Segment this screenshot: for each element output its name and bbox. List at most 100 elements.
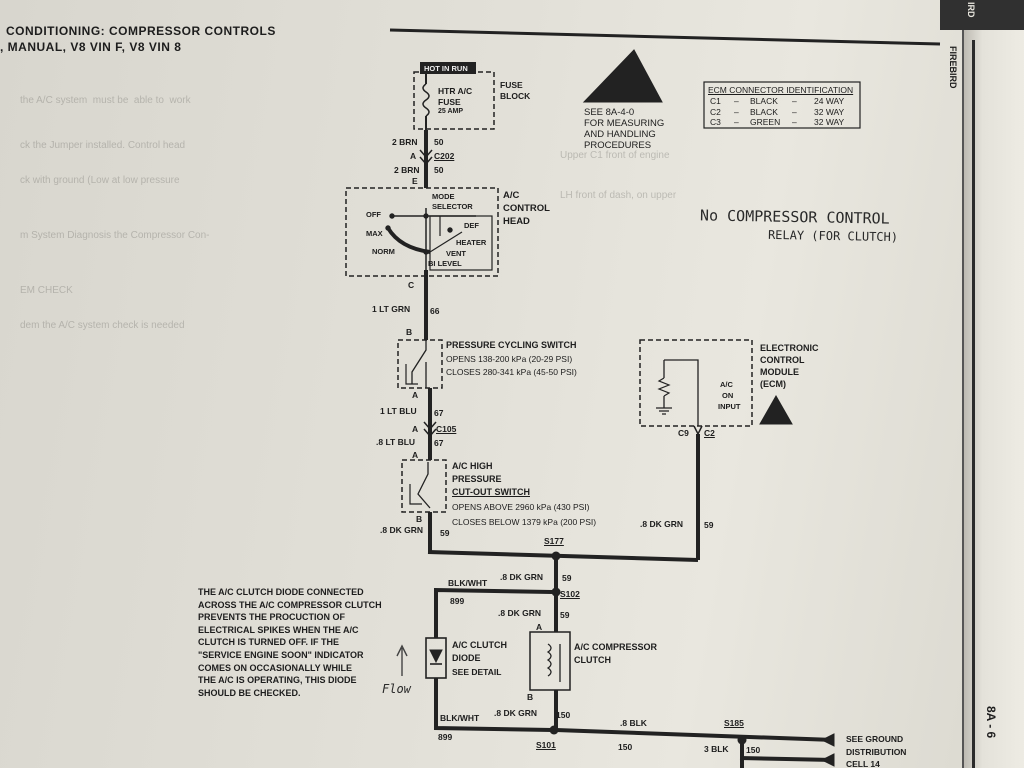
w6-label: .8 DK GRN: [380, 525, 423, 535]
diode-title-2: DIODE: [452, 653, 481, 663]
pcs-title: PRESSURE CYCLING SWITCH: [446, 340, 577, 350]
clutch-title-2: CLUTCH: [574, 655, 611, 665]
pcs-opens: OPENS 138-200 kPa (20-29 PSI): [446, 354, 573, 364]
ch-max: MAX: [366, 229, 383, 238]
pcs-pin-b: B: [406, 327, 413, 337]
fuse-label-3: 25 AMP: [438, 108, 464, 115]
w9-num: 59: [560, 610, 570, 620]
right-page-edge: [962, 0, 1024, 768]
ecm-table-rows: C1–BLACK–24 WAY C2–BLACK–32 WAY C3–GREEN…: [710, 96, 845, 127]
ecm-title-1: ELECTRONIC: [760, 343, 819, 353]
bw2-label: BLK/WHT: [440, 713, 480, 723]
fuse-block-label-2: BLOCK: [500, 91, 531, 101]
pcs-pin-a: A: [412, 390, 419, 400]
w10-num: 150: [556, 710, 571, 720]
hps-title-2: PRESSURE: [452, 474, 502, 484]
w7-label: .8 DK GRN: [640, 519, 683, 529]
w1-num: 50: [434, 137, 444, 147]
hps-pin-b: B: [416, 514, 423, 524]
ch-mode: MODE: [432, 192, 455, 201]
s185-label: S185: [724, 718, 744, 728]
w5-label: .8 LT BLU: [376, 437, 416, 447]
control-head-title-3: HEAD: [503, 216, 530, 227]
c105-pin-a: A: [412, 424, 419, 434]
w3-pin: C: [408, 280, 415, 290]
control-head-title-1: A/C: [503, 190, 520, 201]
w2-label: 2 BRN: [394, 165, 420, 175]
w12-label: 3 BLK: [704, 744, 729, 754]
hps-closes: CLOSES BELOW 1379 kPa (200 PSI): [452, 517, 597, 527]
ecm-input-3: INPUT: [718, 402, 741, 411]
ch-def: DEF: [464, 221, 479, 230]
diode-see-detail: SEE DETAIL: [452, 667, 502, 677]
w10-label: .8 DK GRN: [494, 708, 537, 718]
w5-num: 67: [434, 438, 444, 448]
ecm-conn: C2: [704, 428, 715, 438]
header-title: CONDITIONING: COMPRESSOR CONTROLS: [6, 24, 276, 38]
c202-pin-a: A: [410, 151, 417, 161]
w8-num: 59: [562, 573, 572, 583]
ground-ref-3: CELL 14: [846, 759, 880, 768]
w7-num: 59: [704, 520, 714, 530]
w3-label: 1 LT GRN: [372, 304, 411, 314]
ch-bilevel: BI LEVEL: [428, 259, 462, 268]
w11-num: 150: [618, 742, 633, 752]
ch-heater: HEATER: [456, 238, 487, 247]
bw-num: 899: [450, 596, 465, 606]
w4-label: 1 LT BLU: [380, 406, 417, 416]
s102-label: S102: [560, 589, 580, 599]
fuse-label-2: FUSE: [438, 97, 461, 107]
s101-label: S101: [536, 740, 556, 750]
c202-label: C202: [434, 151, 455, 161]
esd-notice-2: FOR MEASURING: [584, 118, 665, 129]
pcs-closes: CLOSES 280-341 kPa (45-50 PSI): [446, 367, 577, 377]
w6-num: 59: [440, 528, 450, 538]
clutch-title-1: A/C COMPRESSOR: [574, 642, 658, 652]
esd-notice-3: AND HANDLING: [584, 129, 656, 140]
handwritten-note-2: RELAY (FOR CLUTCH): [767, 227, 899, 245]
w2-num: 50: [434, 165, 444, 175]
esd-notice-4: PROCEDURES: [584, 140, 652, 151]
handwritten-flow: Flow: [382, 682, 411, 696]
ground-ref-2: DISTRIBUTION: [846, 747, 907, 757]
bw-label: BLK/WHT: [448, 578, 488, 588]
w3-num: 66: [430, 306, 440, 316]
hps-title-1: A/C HIGH: [452, 461, 493, 471]
c202-pin-e: E: [412, 176, 418, 186]
ch-off: OFF: [366, 210, 381, 219]
w8-label: .8 DK GRN: [500, 572, 543, 582]
fuse-label-1: HTR A/C: [438, 86, 473, 96]
bw2-num: 899: [438, 732, 453, 742]
w11-label: .8 BLK: [620, 718, 647, 728]
clutch-pin-b: B: [527, 692, 534, 702]
c105-label: C105: [436, 424, 457, 434]
ecm-table-title: ECM CONNECTOR IDENTIFICATION: [708, 85, 854, 95]
ch-norm: NORM: [372, 247, 395, 256]
ecm-title-3: MODULE: [760, 367, 799, 377]
ch-vent: VENT: [446, 249, 467, 258]
ecm-pin: C9: [678, 428, 689, 438]
hps-pin-a: A: [412, 450, 419, 460]
page-corner: [940, 0, 1024, 30]
clutch-pin-a: A: [536, 622, 543, 632]
handwritten-note-1: No COMPRESSOR CONTROL: [699, 206, 890, 228]
fuse-block-label-1: FUSE: [500, 80, 523, 90]
esd-notice-1: SEE 8A-4-0: [584, 107, 635, 118]
w1-label: 2 BRN: [392, 137, 418, 147]
hps-title-3: CUT-OUT SWITCH: [452, 487, 530, 497]
header-subtitle: , MANUAL, V8 VIN F, V8 VIN 8: [0, 40, 182, 54]
ch-selector: SELECTOR: [432, 202, 473, 211]
ground-ref-1: SEE GROUND: [846, 734, 904, 744]
ecm-input-1: A/C: [720, 380, 733, 389]
w12-num: 150: [746, 745, 761, 755]
control-head-title-2: CONTROL: [503, 203, 550, 214]
hot-in-run-label: HOT IN RUN: [424, 64, 468, 73]
diode-note: THE A/C CLUTCH DIODE CONNECTED ACROSS TH…: [198, 587, 382, 698]
ecm-input-2: ON: [722, 391, 734, 400]
ecm-title-2: CONTROL: [760, 355, 805, 365]
s177-label: S177: [544, 536, 564, 546]
w4-num: 67: [434, 408, 444, 418]
diode-title-1: A/C CLUTCH: [452, 640, 507, 650]
